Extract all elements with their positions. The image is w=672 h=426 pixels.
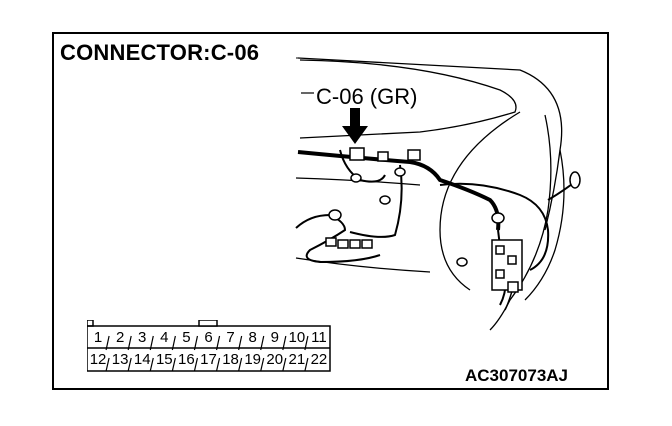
pin-divider [127,357,132,372]
connector-callout-label: C-06 (GR) [316,84,418,109]
pin-divider [282,357,287,372]
harness-lower-loop [295,213,381,264]
pin-divider [304,335,309,351]
pin-divider [149,335,154,351]
callout-arrow [301,92,368,144]
harness-clip [491,212,505,224]
connector-pin: 10 [288,329,306,346]
harness-clip [569,171,581,189]
pin-divider [215,335,221,351]
pin-divider [105,335,110,351]
connector-pin: 20 [266,351,284,368]
connector-face [87,320,331,372]
connector-pin: 16 [178,351,195,368]
pin-divider [215,357,221,372]
junction-connector [507,281,519,293]
connector-pin: 6 [204,329,213,346]
harness-connector [407,149,421,161]
pin-divider [171,335,176,351]
connector-pin: 12 [89,351,107,368]
junction-connector [507,255,517,265]
connector-pin: 14 [133,351,151,368]
dashboard-outline [297,57,563,231]
connector-pin: 19 [244,351,261,368]
dashboard-upper-edge [299,59,517,139]
harness-connector-group [325,237,337,247]
harness-clip [394,167,406,177]
junction-connector [495,269,505,279]
connector-pin: 8 [248,329,257,346]
pin-divider [149,357,154,372]
connector-pin: 21 [288,351,306,368]
connector-pin: 11 [311,329,327,346]
diagram-title: CONNECTOR:C-06 [60,40,260,65]
connector-pin: 22 [310,351,328,368]
connector-pin: 1 [93,329,103,346]
junction-connector [495,245,505,255]
connector-pin: 9 [270,329,279,346]
connector-pin: 7 [226,329,235,346]
connector-pin: 5 [182,329,191,346]
harness-connector-group [337,239,349,249]
harness-clip [379,195,391,205]
connector-pin: 13 [111,351,129,368]
pin-divider [171,357,176,372]
connector-pin: 17 [200,351,217,368]
harness-connector-group [361,239,373,249]
pin-divider [127,335,132,351]
connector-pin: 3 [138,329,147,346]
pin-divider [260,335,265,351]
harness-branch-3 [439,182,550,271]
pin-divider [282,335,287,351]
pin-divider [238,335,243,351]
connector-c06-body [349,147,365,161]
harness-clip [456,257,468,267]
pin-divider [238,357,243,372]
connector-pin: 2 [115,329,125,346]
dashboard-curve [439,111,521,291]
pin-divider [193,335,199,351]
connector-pin: 4 [160,329,169,346]
pin-divider [304,357,309,372]
connector-pin: 18 [222,351,239,368]
panel-side [489,114,552,331]
harness-connector-group [349,239,361,249]
harness-branch-2 [349,164,403,238]
harness-connector [377,151,389,162]
connector-pin: 15 [155,351,173,368]
harness-clip [350,173,362,183]
panel-edge [524,149,565,301]
pin-divider [105,357,110,372]
pin-divider [260,357,265,372]
pin-divider [193,357,199,372]
harness-clip [328,209,342,221]
figure-id: AC307073AJ [465,366,569,385]
